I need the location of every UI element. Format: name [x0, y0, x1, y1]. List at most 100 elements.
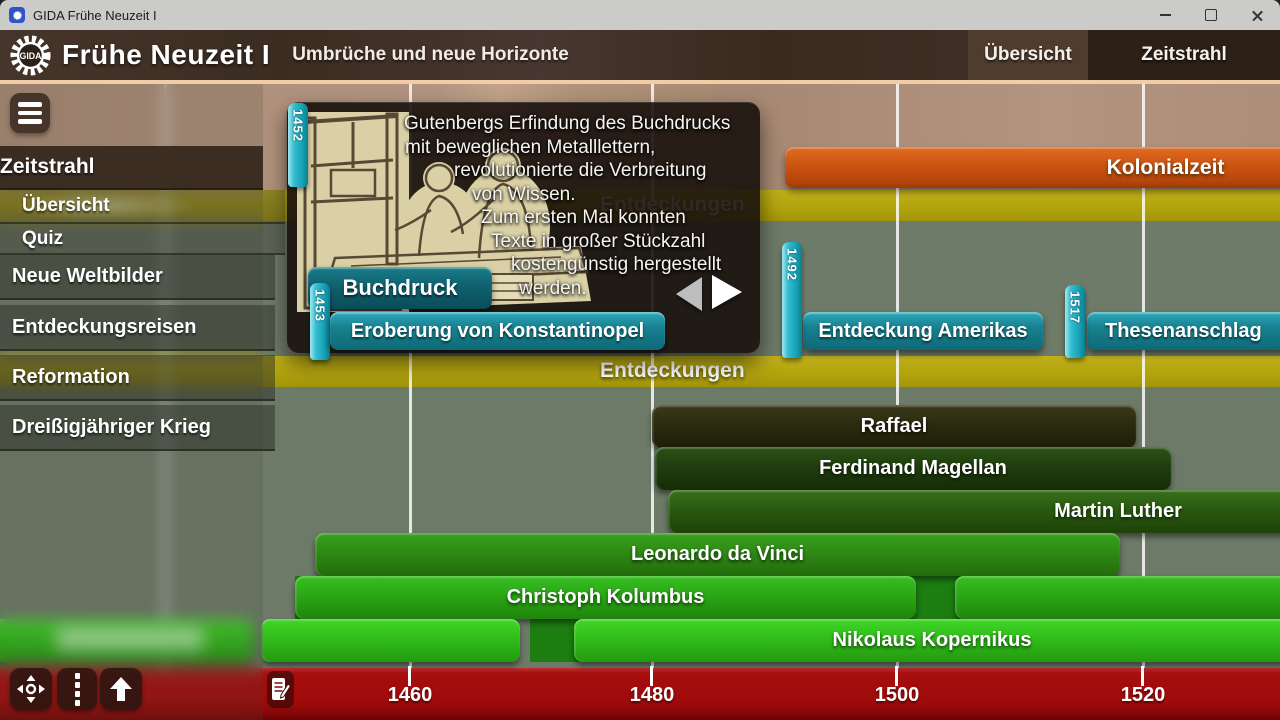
- person-bar-raffael[interactable]: Raffael: [652, 405, 1136, 448]
- person-bar-christoph-kolumbus[interactable]: Christoph Kolumbus: [295, 576, 916, 619]
- sidebar-item-label: Quiz: [22, 227, 64, 249]
- grid-line-1500: [896, 80, 899, 668]
- popup-text-line: mit beweglichen Metalllettern,: [405, 136, 656, 158]
- event-label: Thesenanschlag: [1105, 319, 1262, 342]
- sidebar-item-label: Entdeckungsreisen: [12, 315, 197, 338]
- hamburger-icon: [18, 102, 42, 107]
- event-label: Eroberung von Konstantinopel: [350, 319, 645, 342]
- sidebar-item-label: Zeitstrahl: [0, 155, 95, 178]
- app-subtitle: Umbrüche und neue Horizonte: [292, 44, 569, 65]
- event-bar-thesenanschlag[interactable]: Thesenanschlag: [1087, 312, 1280, 350]
- next-arrow-icon[interactable]: [712, 275, 742, 309]
- popup-text-line: revolutionierte die Verbreitung: [454, 160, 707, 181]
- year-flag-label: 1452: [290, 109, 306, 142]
- axis-year-1480: 1480: [629, 684, 675, 706]
- notes-edit-button[interactable]: [267, 671, 294, 708]
- move-pan-icon: [17, 675, 45, 703]
- year-flag-1492[interactable]: 1492: [782, 242, 802, 358]
- person-bar-leonardo-da-vinci[interactable]: Leonardo da Vinci: [315, 533, 1120, 576]
- axis-tick: [408, 666, 411, 686]
- sidebar-item-uebersicht[interactable]: Übersicht: [0, 190, 285, 224]
- axis-tick: [1141, 666, 1144, 686]
- previous-arrow-icon[interactable]: [676, 277, 702, 311]
- event-label: Buchdruck: [342, 275, 458, 300]
- person-label: Leonardo da Vinci: [631, 543, 804, 565]
- popup-description: Gutenbergs Erfindung des Buchdrucks mit …: [392, 112, 758, 300]
- gida-logo-icon: GIDA: [10, 34, 51, 76]
- tab-label: Zeitstrahl: [1141, 44, 1227, 65]
- popup-text-line: von Wissen.: [472, 183, 576, 205]
- axis-tick: [650, 666, 653, 686]
- era-label-kolonialzeit: Kolonialzeit: [1106, 155, 1225, 179]
- sidebar-item-quiz[interactable]: Quiz: [0, 224, 285, 255]
- tab-zeitstrahl[interactable]: Zeitstrahl: [1088, 30, 1280, 80]
- person-label: Martin Luther: [1054, 500, 1182, 522]
- tab-uebersicht[interactable]: Übersicht: [968, 30, 1088, 80]
- popup-text-line: werden.: [519, 277, 587, 299]
- menu-toggle-button[interactable]: [10, 93, 50, 133]
- sidebar-item-label: Übersicht: [22, 195, 110, 216]
- sidebar-item-neue-weltbilder[interactable]: Neue Weltbilder: [0, 255, 275, 300]
- sidebar-item-entdeckungsreisen[interactable]: Entdeckungsreisen: [0, 305, 275, 351]
- minimize-icon: [1159, 14, 1171, 16]
- grid-line-1460: [409, 80, 412, 668]
- event-bar-entdeckung-amerikas[interactable]: Entdeckung Amerikas: [803, 312, 1043, 350]
- popup-text-line: Texte in großer Stückzahl: [491, 230, 706, 252]
- close-icon: [1251, 9, 1264, 22]
- person-label: Nikolaus Kopernikus: [832, 629, 1032, 651]
- sidebar-item-dreissigjaehriger-krieg[interactable]: Dreißigjähriger Krieg: [0, 405, 275, 451]
- minimize-button[interactable]: [1142, 0, 1188, 30]
- sidebar-item-zeitstrahl[interactable]: Zeitstrahl: [0, 146, 263, 190]
- axis-year-1500: 1500: [874, 684, 920, 706]
- person-label: Raffael: [860, 415, 928, 437]
- event-label: Entdeckung Amerikas: [818, 319, 1028, 342]
- year-flag-1453[interactable]: 1453: [310, 283, 330, 360]
- grid-line-1520: [1142, 80, 1145, 668]
- maximize-button[interactable]: [1188, 0, 1234, 30]
- year-flag-1517[interactable]: 1517: [1065, 285, 1085, 358]
- year-flag-1452[interactable]: 1452: [288, 103, 308, 187]
- maximize-icon: [1205, 9, 1217, 21]
- arrow-up-icon: [110, 677, 132, 701]
- window-controls: [1142, 0, 1280, 30]
- pan-tool-button[interactable]: [10, 668, 52, 710]
- person-bar-ferdinand-magellan[interactable]: Ferdinand Magellan: [655, 447, 1171, 490]
- year-flag-label: 1517: [1067, 291, 1083, 324]
- popup-text-line: kostengünstig hergestellt: [511, 254, 722, 275]
- sidebar-item-label: Dreißigjähriger Krieg: [12, 415, 211, 438]
- app-title: Frühe Neuzeit I: [62, 39, 271, 70]
- event-bar-buchdruck[interactable]: Buchdruck: [308, 267, 492, 309]
- header-divider: [0, 80, 1280, 84]
- year-flag-label: 1453: [312, 289, 328, 322]
- era-bar-kolonialzeit[interactable]: Kolonialzeit: [785, 147, 1280, 188]
- scroll-up-button[interactable]: [100, 668, 142, 710]
- person-bar-nikolaus-kopernikus[interactable]: Nikolaus Kopernikus: [574, 619, 1280, 662]
- window-titlebar: GIDA Frühe Neuzeit I: [0, 0, 1280, 30]
- close-button[interactable]: [1234, 0, 1280, 30]
- year-flag-label: 1492: [784, 248, 800, 281]
- person-label: Christoph Kolumbus: [506, 586, 705, 608]
- sidebar-item-reformation[interactable]: Reformation: [0, 355, 275, 401]
- window-title: GIDA Frühe Neuzeit I: [33, 7, 157, 23]
- sidebar-highlight-glow: [10, 191, 200, 221]
- tab-label: Übersicht: [984, 44, 1072, 65]
- event-bar-eroberung-von-konstantinopel[interactable]: Eroberung von Konstantinopel: [330, 312, 665, 350]
- person-bar-unnamed-left[interactable]: [261, 619, 520, 662]
- edit-note-icon: [271, 677, 291, 700]
- person-bar-unnamed-right[interactable]: [955, 576, 1280, 619]
- person-label: Ferdinand Magellan: [819, 457, 1007, 479]
- sidebar-item-label: Reformation: [12, 365, 130, 388]
- popup-text-line: Zum ersten Mal konnten: [481, 207, 686, 228]
- options-button[interactable]: [57, 668, 97, 710]
- axis-year-1520: 1520: [1120, 684, 1166, 706]
- header-tabs: Übersicht Zeitstrahl: [968, 30, 1280, 80]
- popup-text-line: Gutenbergs Erfindung des Buchdrucks: [404, 113, 731, 134]
- kebab-dots-icon: [74, 672, 80, 706]
- sidebar-item-label: Neue Weltbilder: [12, 265, 163, 287]
- era-label-entdeckungen-lower: Entdeckungen: [600, 359, 745, 382]
- app-window-icon: [9, 7, 25, 23]
- person-bar-martin-luther[interactable]: Martin Luther: [668, 490, 1280, 533]
- app-header: GIDA Frühe Neuzeit I Umbrüche und neue H…: [0, 30, 1280, 80]
- axis-tick: [895, 666, 898, 686]
